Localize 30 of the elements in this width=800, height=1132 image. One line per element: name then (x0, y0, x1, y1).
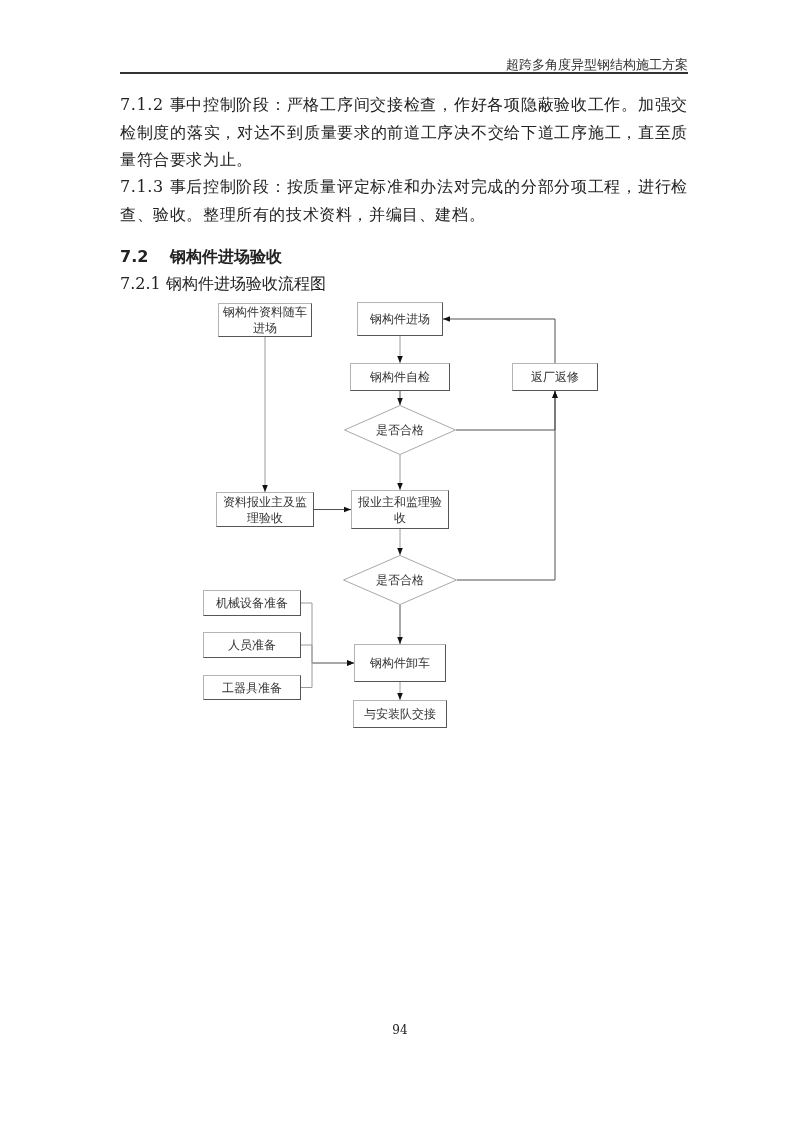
process-box: 与安装队交接 (353, 700, 447, 728)
decision-diamond: 是否合格 (344, 405, 456, 455)
process-box: 钢构件卸车 (354, 644, 446, 682)
arrow (397, 604, 403, 645)
arrow (262, 336, 268, 493)
body-paragraph: 7.1.2 事中控制阶段：严格工序间交接检查，作好各项隐蔽验收工作。加强交检制度的落实，对达不到质量要求的前道工序决不交给下道工序施工，直至质量符合要求为止。 (120, 94, 688, 171)
process-box: 工器具准备 (203, 675, 301, 700)
arrow (397, 528, 403, 556)
figure-title: 7.2.1 钢构件进场验收流程图 (120, 274, 326, 294)
process-box: 人员准备 (203, 632, 301, 658)
process-box: 机械设备准备 (203, 590, 301, 616)
process-box: 报业主和监理验收 (351, 490, 449, 529)
section-heading: 7.2 钢构件进场验收 (120, 247, 282, 267)
running-header: 超跨多角度异型钢结构施工方案 (506, 57, 688, 73)
process-box: 钢构件进场 (357, 302, 443, 336)
arrow (442, 316, 556, 364)
arrow (397, 390, 403, 406)
process-box: 返厂返修 (512, 363, 598, 391)
decision-diamond: 是否合格 (343, 555, 457, 605)
process-box: 资料报业主及监理验收 (216, 492, 314, 527)
arrow (397, 335, 403, 364)
body-paragraph: 7.1.3 事后控制阶段：按质量评定标准和办法对完成的分部分项工程，进行检查、验收。整理所有的技术资料，并编目、建档。 (120, 176, 688, 226)
process-box: 钢构件资料随车进场 (218, 303, 312, 337)
page-number: 94 (392, 1023, 408, 1037)
process-box: 钢构件自检 (350, 363, 450, 391)
arrow (313, 506, 352, 513)
arrow (300, 660, 355, 688)
arrow (397, 454, 403, 491)
arrow (456, 390, 558, 581)
arrow (397, 681, 403, 701)
